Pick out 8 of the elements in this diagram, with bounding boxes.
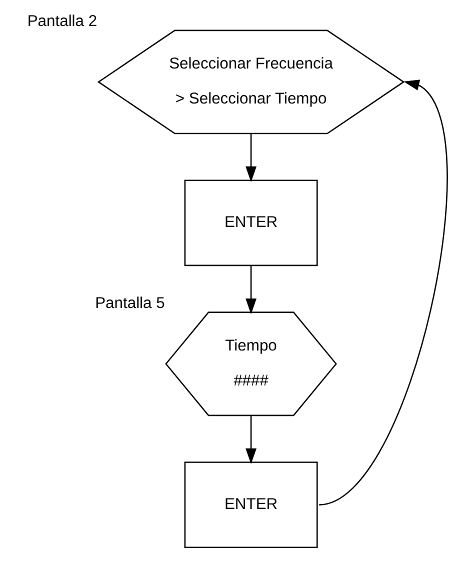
arrow <box>318 80 448 506</box>
arrow <box>245 134 256 182</box>
node-label: Pantalla 2 <box>26 13 97 30</box>
node-box: ENTER <box>184 180 318 266</box>
arrow <box>245 416 256 464</box>
node-label: Pantalla 5 <box>94 295 164 312</box>
node-box: ENTER <box>184 462 318 548</box>
arrow <box>245 266 256 314</box>
